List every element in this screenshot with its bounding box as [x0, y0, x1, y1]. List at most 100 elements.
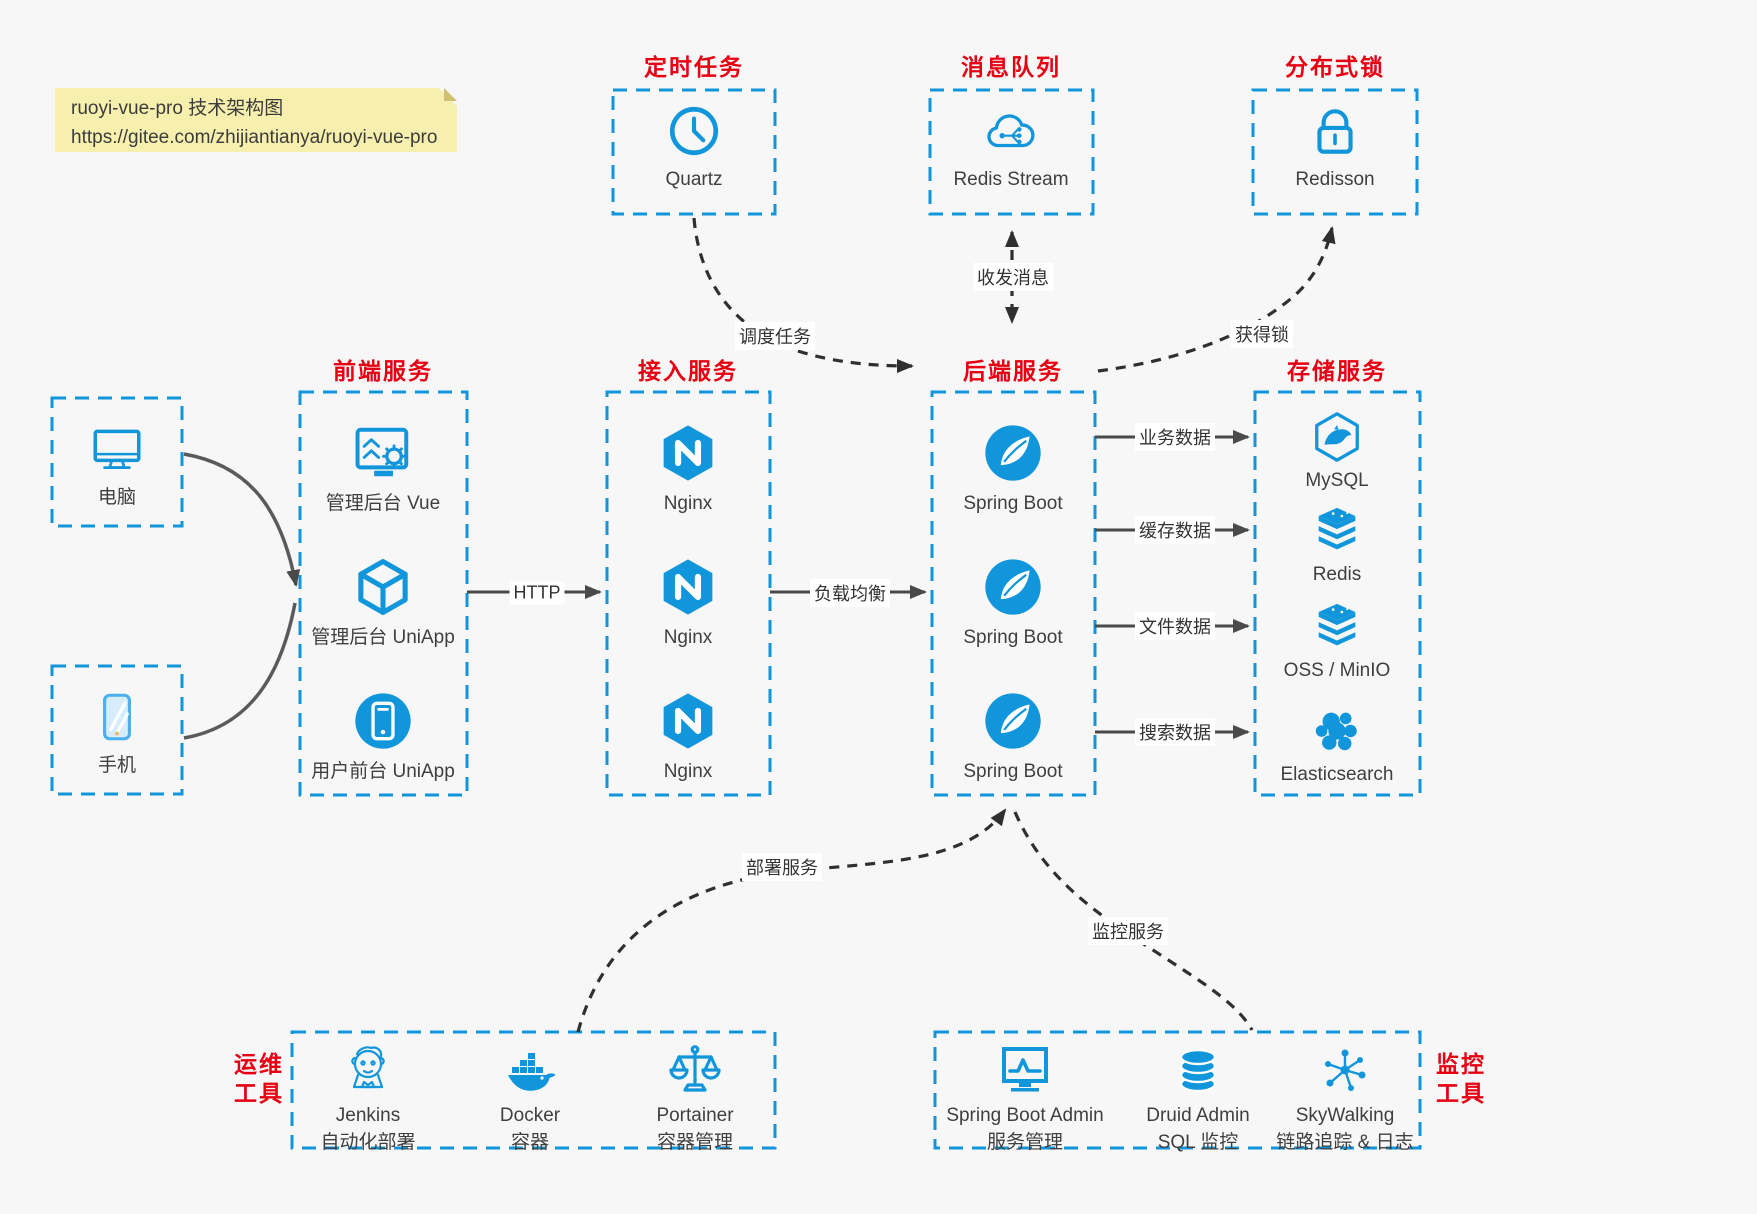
arrow-schedule-task — [692, 217, 914, 373]
mysql-icon — [1310, 410, 1364, 464]
quartz-label: Quartz — [665, 169, 723, 190]
node-mobile-client: 手机 — [37, 688, 197, 778]
section-title-backend: 后端服务 — [963, 358, 1063, 384]
box-pc-client — [50, 396, 184, 528]
edge-label-monitor-service: 监控服务 — [1088, 917, 1168, 945]
user-uniapp-label: 用户前台 UniApp — [311, 761, 455, 782]
docker-label: Docker — [499, 1105, 561, 1126]
node-admin-vue: 管理后台 Vue — [303, 422, 463, 516]
node-portainer: Portainer 容器管理 — [615, 1042, 775, 1155]
skywalking-graph-icon — [1317, 1042, 1373, 1098]
node-nginx-3: Nginx — [608, 690, 768, 784]
jenkins-label: Jenkins — [335, 1105, 401, 1126]
section-title-storage: 存储服务 — [1287, 358, 1387, 384]
portainer-label: Portainer — [656, 1105, 734, 1126]
portainer-scales-icon — [667, 1042, 723, 1098]
portainer-desc: 容器管理 — [656, 1131, 733, 1153]
spring-boot-icon — [982, 422, 1044, 484]
jenkins-desc: 自动化部署 — [320, 1131, 416, 1153]
arrow-acquire-lock — [1097, 226, 1336, 373]
node-springboot-1: Spring Boot — [933, 422, 1093, 516]
nginx-1-label: Nginx — [663, 493, 713, 514]
elasticsearch-icon — [1310, 704, 1364, 758]
box-message-queue — [928, 88, 1095, 216]
edge-label-cache-data: 缓存数据 — [1135, 516, 1215, 544]
node-spring-boot-admin: Spring Boot Admin 服务管理 — [945, 1042, 1105, 1155]
edge-label-file-data: 文件数据 — [1135, 612, 1215, 640]
druid-admin-label: Druid Admin — [1146, 1105, 1250, 1126]
nginx-3-label: Nginx — [663, 761, 713, 782]
redis-stream-label: Redis Stream — [953, 169, 1069, 190]
skywalking-label: SkyWalking — [1295, 1105, 1395, 1126]
springboot-3-label: Spring Boot — [963, 761, 1063, 782]
box-backend-services — [930, 390, 1097, 797]
skywalking-desc: 链路追踪 & 日志 — [1276, 1131, 1414, 1153]
node-redis-stream: Redis Stream — [931, 102, 1091, 192]
mobile-label: 手机 — [97, 755, 136, 776]
arrow-mobile-to-frontend — [183, 602, 297, 740]
box-storage-services — [1253, 390, 1422, 797]
redis-stack-icon — [1310, 504, 1364, 558]
spring-boot-admin-desc: 服务管理 — [986, 1131, 1063, 1153]
user-app-icon — [352, 690, 414, 752]
docker-desc: 容器 — [510, 1131, 549, 1153]
edge-label-http: HTTP — [509, 581, 565, 605]
arrow-deploy-service — [576, 808, 1007, 1033]
node-quartz: Quartz — [614, 102, 774, 192]
oss-stack-icon — [1310, 600, 1364, 654]
spring-boot-admin-label: Spring Boot Admin — [946, 1105, 1104, 1126]
box-mobile-client — [50, 664, 184, 796]
node-springboot-3: Spring Boot — [933, 690, 1093, 784]
edge-label-load-balance: 负载均衡 — [810, 579, 890, 607]
monitor-tools-title: 监控 工具 — [1436, 1051, 1486, 1106]
springboot-1-label: Spring Boot — [963, 493, 1063, 514]
uniapp-cube-icon — [352, 556, 414, 618]
node-elasticsearch: Elasticsearch — [1257, 704, 1417, 787]
edge-label-deploy-service: 部署服务 — [742, 853, 822, 881]
redisson-label: Redisson — [1295, 169, 1375, 190]
redis-label: Redis — [1312, 564, 1362, 585]
elasticsearch-label: Elasticsearch — [1280, 764, 1394, 785]
docker-icon — [502, 1042, 558, 1098]
node-user-uniapp: 用户前台 UniApp — [303, 690, 463, 784]
node-nginx-2: Nginx — [608, 556, 768, 650]
note-url: https://gitee.com/zhijiantianya/ruoyi-vu… — [71, 126, 438, 148]
node-nginx-1: Nginx — [608, 422, 768, 516]
box-scheduled-task — [611, 88, 777, 216]
box-ops-tools — [290, 1030, 777, 1150]
druid-admin-desc: SQL 监控 — [1157, 1131, 1239, 1153]
admin-uniapp-label: 管理后台 UniApp — [311, 627, 455, 648]
node-admin-uniapp: 管理后台 UniApp — [303, 556, 463, 650]
clock-icon — [665, 102, 723, 160]
springboot-2-label: Spring Boot — [963, 627, 1063, 648]
edge-label-schedule-task: 调度任务 — [735, 322, 815, 350]
admin-vue-label: 管理后台 Vue — [325, 493, 441, 514]
nginx-icon — [657, 690, 719, 752]
sticky-note: ruoyi-vue-pro 技术架构图 https://gitee.com/zh… — [55, 88, 457, 152]
nginx-icon — [657, 422, 719, 484]
ops-tools-title: 运维 工具 — [234, 1051, 284, 1106]
section-title-message-queue: 消息队列 — [961, 54, 1061, 80]
box-monitor-tools — [933, 1030, 1422, 1150]
section-title-distributed-lock: 分布式锁 — [1285, 54, 1385, 80]
nginx-icon — [657, 556, 719, 618]
box-distributed-lock — [1251, 88, 1419, 216]
section-title-frontend: 前端服务 — [333, 358, 433, 384]
cloud-stream-icon — [982, 102, 1040, 160]
node-pc-client: 电脑 — [37, 420, 197, 510]
pc-label: 电脑 — [97, 487, 136, 508]
vue-admin-icon — [352, 422, 414, 484]
mysql-label: MySQL — [1305, 470, 1369, 491]
druid-database-icon — [1170, 1042, 1226, 1098]
section-title-access: 接入服务 — [638, 358, 738, 384]
edge-label-send-receive-message: 收发消息 — [973, 263, 1053, 291]
desktop-icon — [88, 420, 146, 478]
node-oss-minio: OSS / MinIO — [1257, 600, 1417, 683]
oss-minio-label: OSS / MinIO — [1283, 660, 1391, 681]
smartphone-icon — [88, 688, 146, 746]
node-jenkins: Jenkins 自动化部署 — [288, 1042, 448, 1155]
lock-icon — [1306, 102, 1364, 160]
spring-boot-icon — [982, 556, 1044, 618]
